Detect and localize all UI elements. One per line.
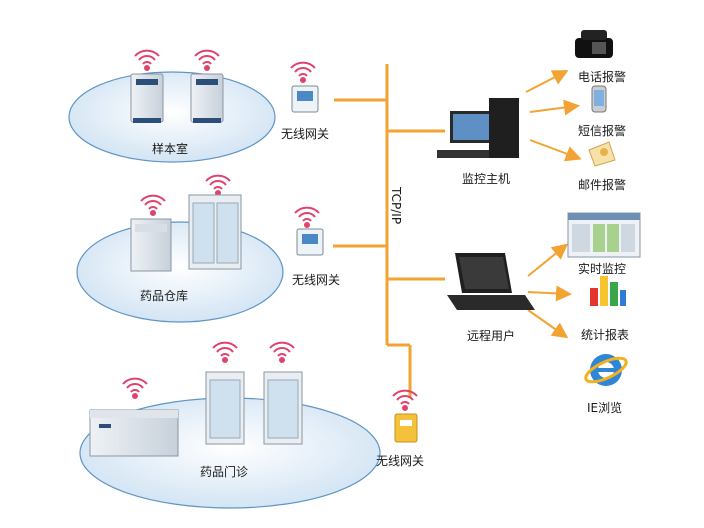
alarm-label-email: 邮件报警 — [578, 178, 627, 192]
glass-fridge-icon — [263, 371, 303, 445]
bar-chart-icon — [590, 276, 626, 306]
storage-cabinet-icon — [130, 218, 172, 272]
glass-fridge-icon — [205, 371, 245, 445]
alarm-arrows — [525, 70, 582, 339]
zone-label-pharmacy-clinic: 药品门诊 — [200, 465, 249, 479]
freezer-icon — [130, 73, 164, 123]
gateway-label-3: 无线网关 — [376, 454, 425, 468]
alarm-label-phone: 电话报警 — [578, 70, 627, 84]
gateway-device-icon — [296, 228, 324, 256]
gateway-device-icon — [291, 85, 319, 113]
chest-freezer-icon — [89, 409, 179, 457]
zone-label-drug-warehouse: 药品仓库 — [140, 289, 189, 303]
feature-label-ie: IE浏览 — [587, 401, 623, 415]
monitor-screenshot-icon — [567, 212, 641, 258]
zone-label-sample-room: 样本室 — [152, 142, 189, 156]
desktop-computer-icon — [437, 98, 519, 158]
monitor-host-label: 监控主机 — [462, 172, 511, 186]
gateway-label-2: 无线网关 — [292, 273, 341, 287]
alarm-label-sms: 短信报警 — [578, 124, 627, 138]
feature-label-realtime: 实时监控 — [578, 262, 627, 276]
freezer-icon — [190, 73, 224, 123]
mobile-phone-icon — [591, 85, 607, 113]
ie-browser-icon — [584, 354, 628, 386]
email-icon — [588, 141, 616, 167]
feature-label-report: 统计报表 — [581, 328, 630, 342]
wifi-signal-icon — [122, 49, 418, 411]
glass-fridge-icon — [188, 194, 242, 270]
laptop-icon — [447, 253, 535, 310]
drug-warehouse-platform — [76, 221, 284, 323]
protocol-label: TCP/IP — [389, 187, 403, 225]
remote-user-label: 远程用户 — [467, 329, 516, 343]
phone-icon — [575, 30, 613, 58]
network-bus — [333, 64, 445, 398]
gateway-label-1: 无线网关 — [281, 127, 330, 141]
gateway-device-icon — [394, 413, 418, 443]
